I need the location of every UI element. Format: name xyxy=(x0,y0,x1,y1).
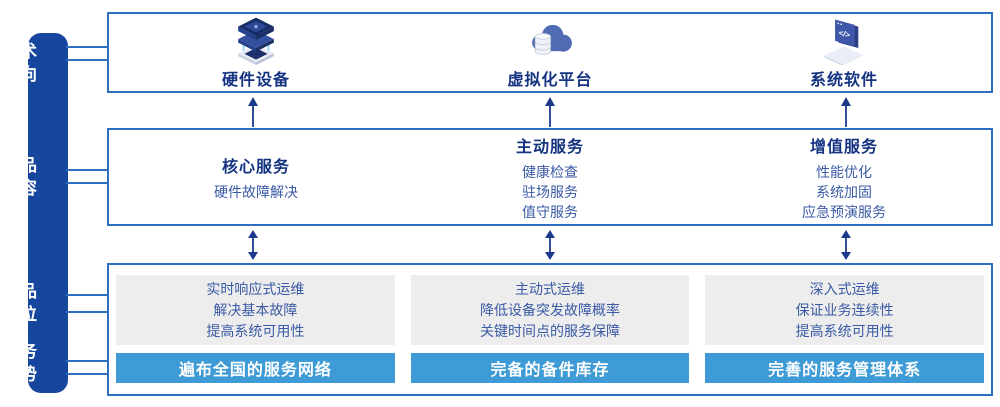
advantage-bar: 完备的备件库存 xyxy=(410,353,690,383)
sidebar-label-line: 技术 xyxy=(2,42,38,61)
up-arrow-icon xyxy=(841,97,851,127)
service-item: 健康检查 xyxy=(522,163,578,180)
sidebar-label-product-content: 产品 内容 xyxy=(0,154,40,200)
positioning-panel: 主动式运维 降低设备突发故障概率 关键时间点的服务保障 xyxy=(410,275,690,345)
up-arrow-icon xyxy=(248,97,258,127)
sidebar-label-line: 定位 xyxy=(2,305,38,324)
service-column-value-added: 增值服务 性能优化 系统加固 应急预演服务 xyxy=(697,130,991,224)
svg-text:</>: </> xyxy=(838,28,852,40)
tech-item-system-software: </> 系统软件 xyxy=(697,14,991,91)
connector-line xyxy=(66,360,109,362)
positioning-line: 实时响应式运维 xyxy=(206,280,305,297)
double-arrow-icon xyxy=(248,230,258,260)
connector-line xyxy=(66,182,109,184)
positioning-line: 关键时间点的服务保障 xyxy=(480,322,620,339)
tech-item-virtualization: 虚拟化平台 xyxy=(403,14,697,91)
positioning-line: 深入式运维 xyxy=(809,280,880,297)
service-column-title: 核心服务 xyxy=(221,158,290,176)
service-column-core: 核心服务 硬件故障解决 xyxy=(109,130,403,224)
sidebar-label-product-positioning: 产品 定位 xyxy=(0,280,40,326)
tech-item-hardware: 硬件设备 xyxy=(109,14,403,91)
advantage-bar: 遍布全国的服务网络 xyxy=(116,353,395,383)
service-item: 性能优化 xyxy=(816,163,872,180)
service-item: 值守服务 xyxy=(522,203,578,220)
sidebar-label-line: 内容 xyxy=(2,179,38,198)
positioning-column-realtime: 实时响应式运维 解决基本故障 提高系统可用性 遍布全国的服务网络 xyxy=(116,275,395,383)
sidebar-rail xyxy=(28,33,68,393)
positioning-line: 主动式运维 xyxy=(515,280,585,297)
advantage-bar: 完善的服务管理体系 xyxy=(705,353,985,383)
connector-line xyxy=(66,169,109,171)
connector-line xyxy=(66,373,109,375)
service-column-title: 增值服务 xyxy=(809,138,878,156)
positioning-panel: 实时响应式运维 解决基本故障 提高系统可用性 xyxy=(116,275,395,345)
product-positioning-box: 实时响应式运维 解决基本故障 提高系统可用性 遍布全国的服务网络 主动式运维 降… xyxy=(107,263,993,396)
positioning-column-proactive: 主动式运维 降低设备突发故障概率 关键时间点的服务保障 完备的备件库存 xyxy=(410,275,690,383)
server-stack-icon xyxy=(238,17,274,65)
tech-item-label: 硬件设备 xyxy=(221,72,290,89)
sidebar-label-line: 产品 xyxy=(2,156,38,175)
sidebar-label-line: 产品 xyxy=(2,282,38,301)
positioning-line: 提高系统可用性 xyxy=(206,322,305,339)
up-arrow-icon xyxy=(545,97,555,127)
positioning-column-indepth: 深入式运维 保证业务连续性 提高系统可用性 完善的服务管理体系 xyxy=(705,275,985,383)
sidebar-label-service-advantage: 服务 优势 xyxy=(0,340,40,386)
service-item: 系统加固 xyxy=(816,183,872,200)
service-item: 驻场服务 xyxy=(522,183,578,200)
connector-line xyxy=(66,294,109,296)
positioning-line: 保证业务连续性 xyxy=(795,301,894,318)
positioning-line: 降低设备突发故障概率 xyxy=(480,301,620,318)
positioning-panel: 深入式运维 保证业务连续性 提高系统可用性 xyxy=(705,275,985,345)
cloud-database-icon xyxy=(532,24,572,55)
service-item: 应急预演服务 xyxy=(802,203,886,220)
positioning-line: 提高系统可用性 xyxy=(795,322,894,339)
connector-line xyxy=(66,311,109,313)
product-content-box: 核心服务 硬件故障解决 主动服务 健康检查 驻场服务 值守服务 增值服务 性能优… xyxy=(107,128,993,226)
sidebar-label-tech-direction: 技术 方向 xyxy=(0,40,40,86)
tech-item-label: 系统软件 xyxy=(809,72,878,89)
double-arrow-icon xyxy=(545,230,555,260)
service-column-proactive: 主动服务 健康检查 驻场服务 值守服务 xyxy=(403,130,697,224)
sidebar-label-line: 服务 xyxy=(2,342,38,361)
code-window-icon: </> xyxy=(824,19,864,65)
tech-item-label: 虚拟化平台 xyxy=(507,72,593,89)
double-arrow-icon xyxy=(841,230,851,260)
connector-line xyxy=(66,59,109,61)
positioning-line: 解决基本故障 xyxy=(213,301,298,318)
service-item: 硬件故障解决 xyxy=(214,183,298,200)
connector-line xyxy=(66,46,109,48)
service-column-title: 主动服务 xyxy=(515,138,584,156)
sidebar-label-line: 优势 xyxy=(2,365,38,384)
tech-direction-box: 硬件设备 虚拟化平台 xyxy=(107,12,993,93)
sidebar-label-line: 方向 xyxy=(2,65,38,84)
